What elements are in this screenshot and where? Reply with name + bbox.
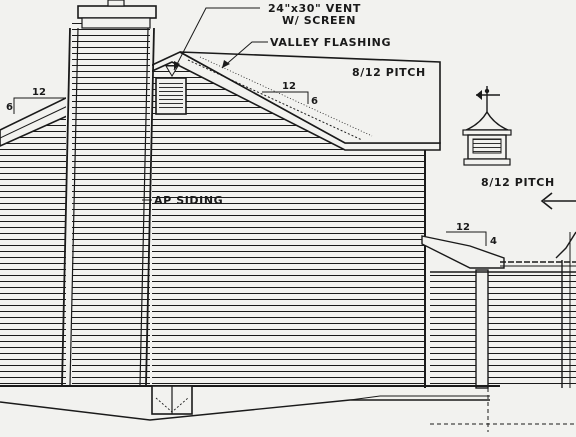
chimney [61, 0, 157, 390]
callout-leaders [142, 7, 268, 201]
slope-left-rise: 6 [6, 102, 13, 113]
main-roof-pitch-label: 8/12 PITCH [352, 66, 426, 79]
slope-indicator-left: 12 6 [6, 87, 66, 114]
valley-flashing-label: VALLEY FLASHING [270, 36, 391, 49]
slope-porch-rise: 4 [490, 236, 497, 247]
slope-left-run: 12 [32, 87, 46, 98]
gable-vent [155, 65, 187, 115]
slope-mid-run: 12 [282, 81, 296, 92]
porch [421, 231, 576, 389]
vent-label-line2: W/ SCREEN [282, 14, 356, 27]
vent-label-line1: 24"x30" VENT [268, 2, 361, 15]
basement-window [151, 385, 193, 415]
siding-label: AP SIDING [154, 194, 223, 207]
cupola [462, 86, 512, 166]
main-roof [149, 51, 441, 151]
left-wing [0, 95, 77, 385]
slope-indicator-porch: 12 4 [446, 222, 497, 247]
slope-porch-run: 12 [456, 222, 470, 233]
foundation [0, 385, 576, 432]
slope-mid-rise: 6 [311, 96, 318, 107]
vent-louver-icon [159, 81, 183, 111]
cupola-roof-pitch-label: 8/12 PITCH [481, 176, 555, 189]
left-arrow-icon [540, 192, 576, 210]
slope-indicator-mid: 12 6 [262, 81, 318, 107]
weathervane-icon [476, 86, 500, 112]
